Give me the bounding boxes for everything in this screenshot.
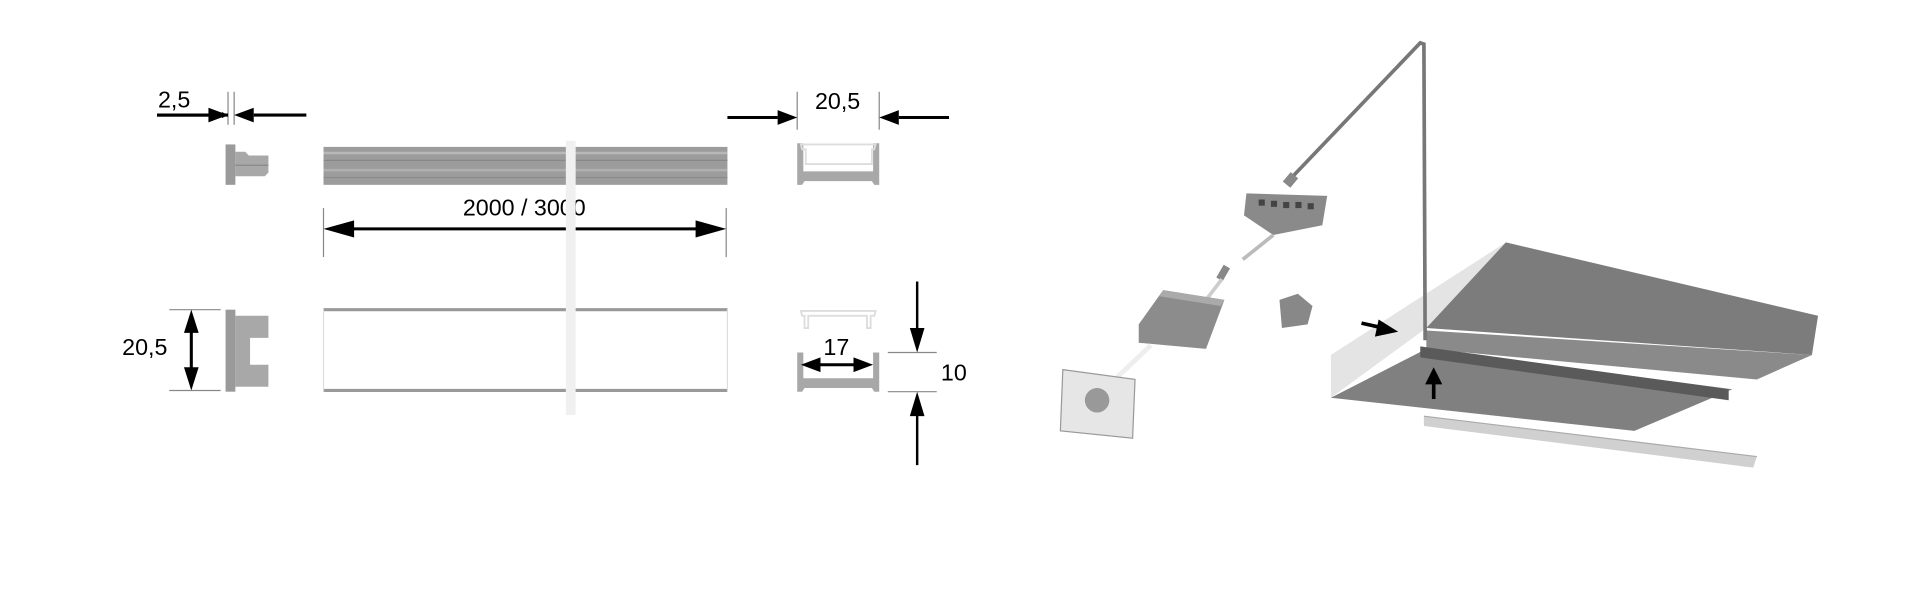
dimension-inner-width: 17 xyxy=(823,334,849,360)
shelf-bottom xyxy=(1330,348,1733,431)
dimension-width-side: 20,5 xyxy=(122,334,167,360)
end-cap xyxy=(1279,293,1313,329)
cable xyxy=(1290,40,1427,341)
dimension-cap-thickness: 2,5 xyxy=(158,87,190,113)
profile-cross-section-bottom: 17 10 xyxy=(797,281,967,466)
length-dimension: 2000 / 3000 xyxy=(322,194,727,258)
led-driver xyxy=(1138,290,1225,349)
dimension-length: 2000 / 3000 xyxy=(463,194,586,220)
shelf-top xyxy=(1426,242,1819,355)
dimension-height: 10 xyxy=(941,360,967,386)
end-cap-top-view: 2,5 xyxy=(157,87,307,185)
profile-top-view xyxy=(323,146,728,185)
diffuser-cover xyxy=(1423,416,1757,468)
break-line xyxy=(565,140,576,415)
profile-cross-section-top: 20,5 xyxy=(727,88,949,185)
installation-illustration xyxy=(1059,40,1819,468)
distributor-block xyxy=(1243,193,1328,236)
profile-side-view xyxy=(322,308,729,392)
dimension-width-top: 20,5 xyxy=(815,88,860,114)
mounted-profile xyxy=(1420,346,1729,401)
end-cap-side-view: 20,5 xyxy=(122,309,269,392)
